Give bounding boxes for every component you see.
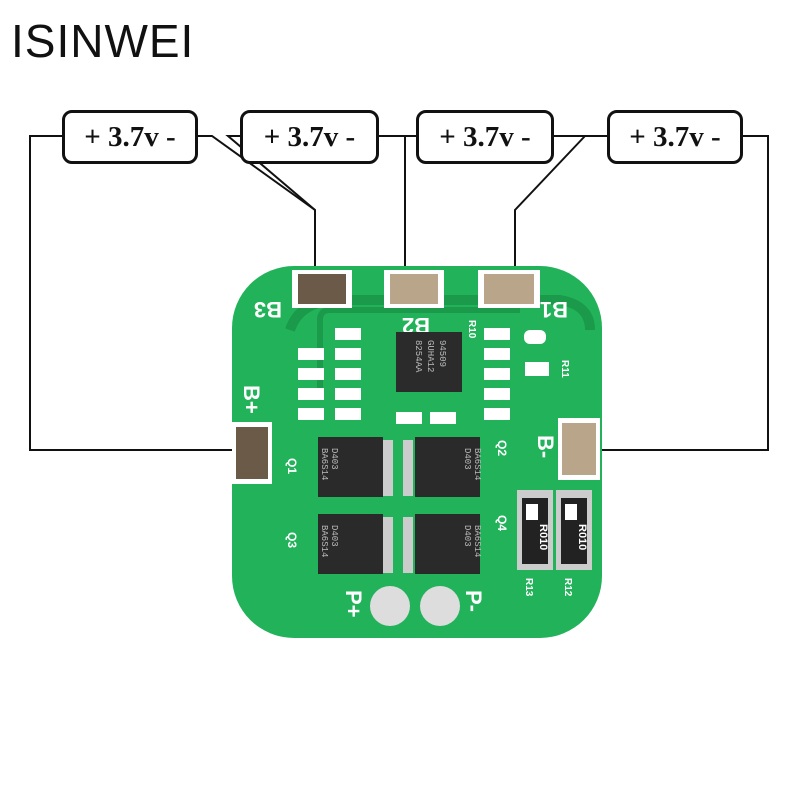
wire-bminus bbox=[578, 135, 769, 451]
ref-q1: Q1 bbox=[285, 458, 299, 474]
label-bplus: B+ bbox=[239, 385, 264, 414]
label-pminus: P- bbox=[461, 590, 486, 612]
pad-b1 bbox=[484, 274, 534, 304]
ref-q2: Q2 bbox=[495, 440, 509, 456]
svg-text:D403: D403 bbox=[329, 448, 339, 470]
ref-q3: Q3 bbox=[285, 532, 299, 548]
mosfet-q3: D403 BA6S14 bbox=[318, 514, 393, 574]
svg-text:BA6S14: BA6S14 bbox=[319, 448, 329, 480]
small-components bbox=[298, 328, 549, 424]
svg-text:D403: D403 bbox=[462, 525, 472, 547]
svg-text:BA6S14: BA6S14 bbox=[472, 525, 482, 557]
cell-label-3: + 3.7v - bbox=[416, 110, 554, 164]
svg-text:D403: D403 bbox=[462, 448, 472, 470]
shunt-r13: R010 R13 bbox=[517, 490, 553, 597]
mosfet-q1: D403 BA6S14 bbox=[318, 437, 393, 497]
wires bbox=[29, 135, 769, 451]
pad-pplus bbox=[370, 586, 410, 626]
brand-title: ISINWEI bbox=[11, 15, 195, 67]
cell-label-1: + 3.7v - bbox=[62, 110, 198, 164]
svg-text:BA6S14: BA6S14 bbox=[472, 448, 482, 480]
svg-text:D403: D403 bbox=[329, 525, 339, 547]
svg-text:8254AA: 8254AA bbox=[413, 340, 423, 373]
svg-text:BA6S14: BA6S14 bbox=[319, 525, 329, 557]
wire-bplus bbox=[29, 135, 252, 451]
svg-text:R12: R12 bbox=[562, 578, 573, 597]
wire-b3-cell2 bbox=[225, 135, 316, 211]
svg-text:R010: R010 bbox=[576, 524, 588, 550]
pad-pminus bbox=[420, 586, 460, 626]
mosfet-q2: D403 BA6S14 bbox=[403, 437, 482, 497]
wire-b3 bbox=[197, 135, 316, 290]
label-bminus: B- bbox=[533, 435, 558, 458]
shunt-r12: R010 R12 bbox=[556, 490, 592, 597]
cell-label-4: + 3.7v - bbox=[607, 110, 743, 164]
label-b1: B1 bbox=[540, 297, 568, 322]
svg-text:GUHA12: GUHA12 bbox=[425, 340, 435, 372]
pad-b2 bbox=[390, 274, 438, 304]
svg-text:R010: R010 bbox=[537, 524, 549, 550]
pcb-board: B3 B2 B1 B+ B- 8254AA GUHA12 94509 bbox=[232, 266, 602, 638]
pad-bminus bbox=[562, 423, 596, 475]
pad-bplus bbox=[236, 427, 268, 479]
label-pplus: P+ bbox=[341, 590, 366, 618]
label-b3: B3 bbox=[254, 297, 282, 322]
ic-u1: 8254AA GUHA12 94509 bbox=[396, 332, 462, 392]
cell-label-2: + 3.7v - bbox=[240, 110, 379, 164]
ref-r11: R11 bbox=[559, 360, 570, 378]
svg-text:R13: R13 bbox=[523, 578, 534, 597]
ref-q4: Q4 bbox=[495, 515, 509, 531]
mosfet-q4: D403 BA6S14 bbox=[403, 514, 482, 574]
wire-b1-down bbox=[514, 135, 586, 290]
svg-text:94509: 94509 bbox=[437, 340, 447, 367]
ref-r10: R10 bbox=[466, 320, 477, 339]
